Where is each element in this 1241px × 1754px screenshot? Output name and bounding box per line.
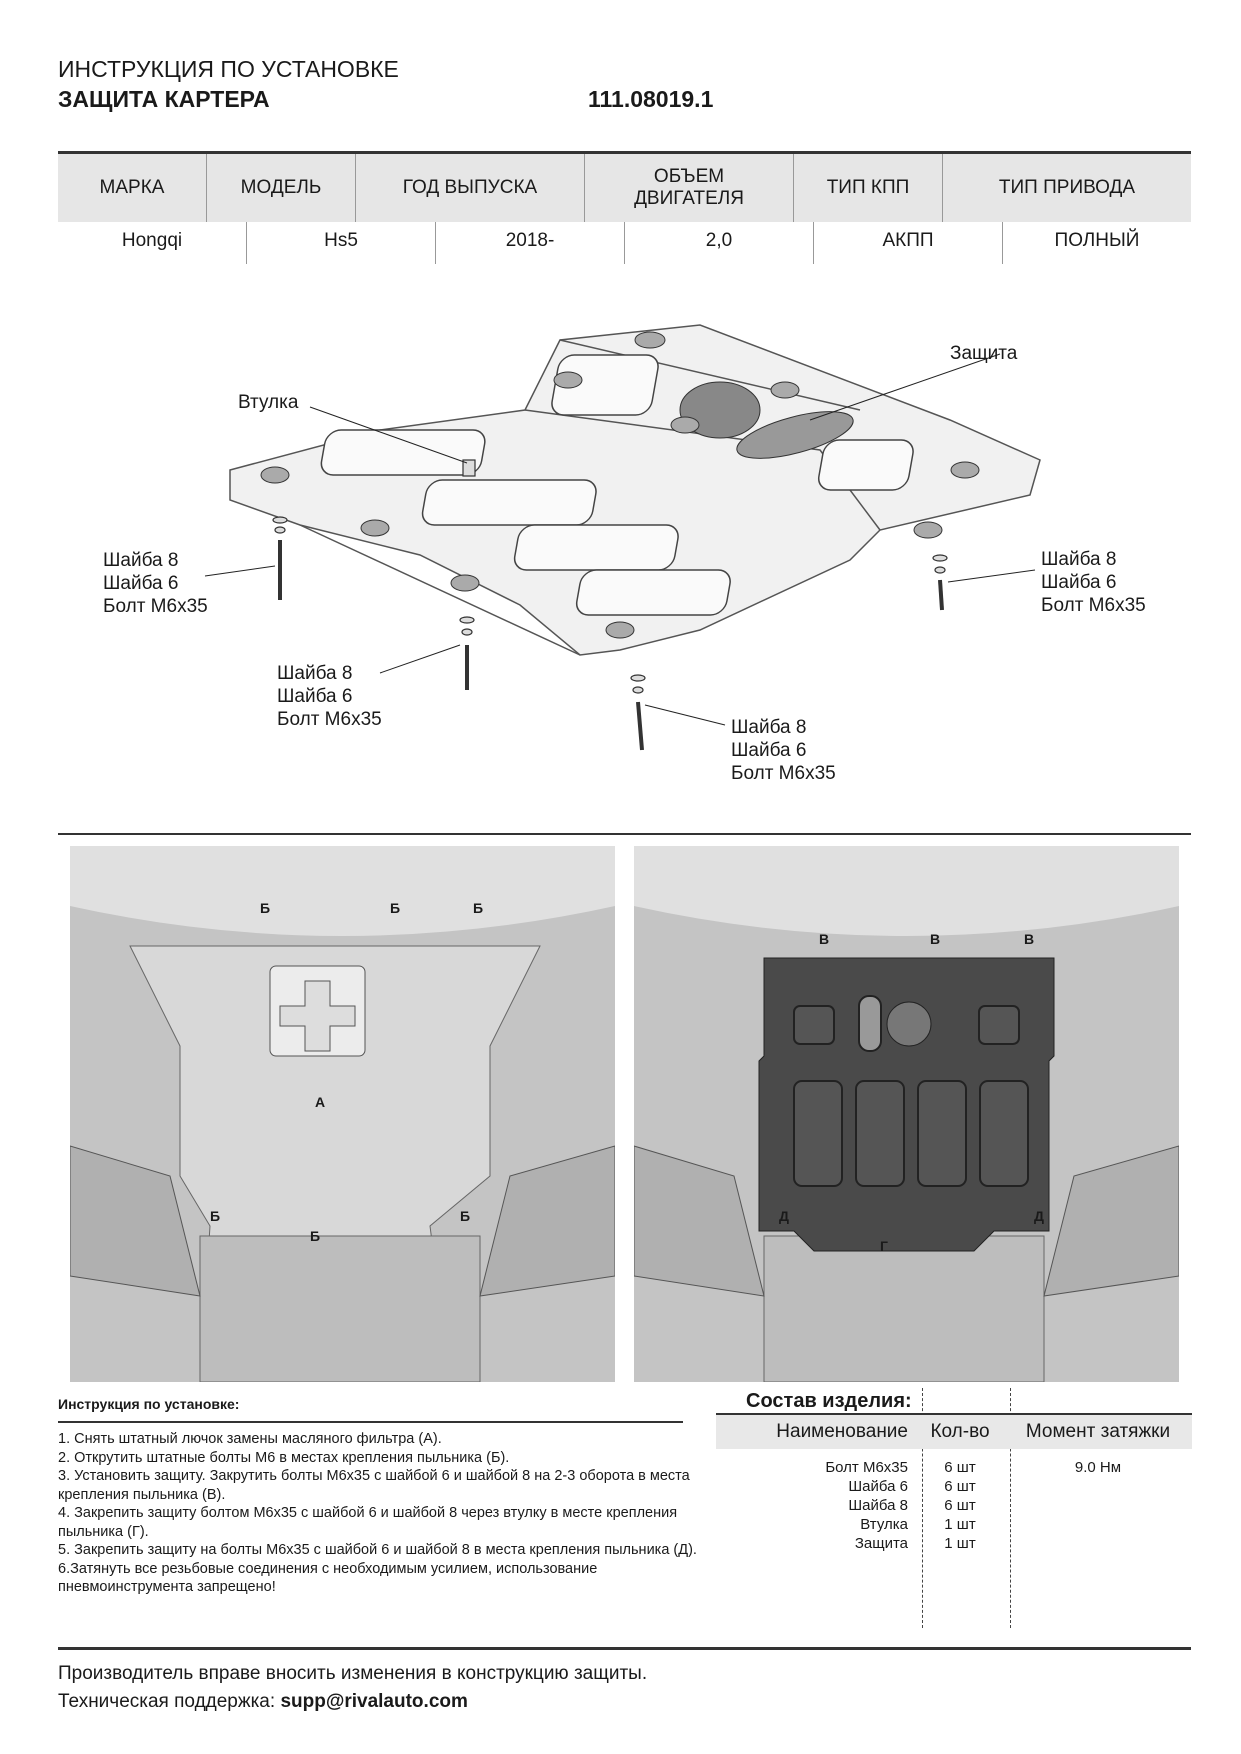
marker-d: Д [779, 1208, 789, 1224]
marker-b: Б [309, 1228, 321, 1244]
marker-g: Г [880, 1238, 888, 1254]
marker-d: Д [1034, 1208, 1044, 1224]
marker-v: В [818, 931, 830, 947]
value-drive: ПОЛНЫЙ [1054, 230, 1140, 251]
instructions-list: 1. Снять штатный лючок замены масляного … [58, 1430, 698, 1597]
marker-b: Б [259, 900, 271, 916]
doc-title: ИНСТРУКЦИЯ ПО УСТАНОВКЕ [58, 56, 399, 82]
value-engine: 2,0 [625, 222, 814, 264]
divider [58, 1421, 683, 1423]
header-torque: Момент затяжки [1025, 1421, 1171, 1442]
label-bushing: Втулка [238, 392, 299, 413]
value-gearbox: АКПП [814, 222, 1003, 264]
divider [58, 1647, 1191, 1650]
header-model: МОДЕЛЬ [207, 154, 356, 222]
composition-table: Наименование Кол-во Момент затяжки Болт … [716, 1415, 1192, 1553]
marker-b: Б [209, 1208, 221, 1224]
instructions-title: Инструкция по установке: [58, 1396, 240, 1412]
column-divider [922, 1388, 923, 1628]
divider [716, 1413, 1192, 1415]
photo-before-install: Б Б Б А Б Б Б [70, 846, 615, 1382]
header-engine: ОБЪЕМ ДВИГАТЕЛЯ [585, 154, 794, 222]
marker-v: В [929, 931, 941, 947]
support-email-link[interactable]: supp@rivalauto.com [280, 1691, 468, 1712]
marker-b: Б [459, 1208, 471, 1224]
header-name: Наименование [776, 1421, 908, 1442]
header-year: ГОД ВЫПУСКА [356, 154, 585, 222]
instruction-step: 4. Закрепить защиту болтом М6х35 с шайбо… [58, 1505, 678, 1540]
column-divider [1010, 1388, 1011, 1628]
instruction-step: 1. Снять штатный лючок замены масляного … [58, 1431, 442, 1447]
header-qty: Кол-во [930, 1421, 990, 1442]
marker-b: Б [389, 900, 401, 916]
marker-v: В [1023, 931, 1035, 947]
instruction-step: 3. Установить защиту. Закрутить болты М6… [58, 1468, 690, 1503]
composition-title: Состав изделия: [746, 1390, 912, 1412]
value-make: Hongqi [58, 222, 247, 264]
header-make: МАРКА [58, 154, 207, 222]
value-model: Hs5 [247, 222, 436, 264]
divider [58, 833, 1191, 835]
header-gearbox: ТИП КПП [794, 154, 943, 222]
photo-after-install: В В В Д Г Д [634, 846, 1179, 1382]
header-drive: ТИП ПРИВОДА [998, 177, 1136, 198]
product-name: ЗАЩИТА КАРТЕРА [58, 86, 270, 112]
divider [58, 151, 1191, 154]
vehicle-spec-table: МАРКА МОДЕЛЬ ГОД ВЫПУСКА ОБЪЕМ ДВИГАТЕЛЯ… [58, 154, 1191, 264]
instruction-step: 6.Затянуть все резьбовые соединения с не… [58, 1560, 598, 1596]
footer-notice: Производитель вправе вносить изменения в… [58, 1663, 648, 1684]
marker-b: Б [472, 900, 484, 916]
instruction-step: 2. Открутить штатные болты М6 в местах к… [58, 1449, 510, 1466]
guard-diagram [204, 324, 1041, 751]
marker-a: А [314, 1094, 326, 1110]
article-number: 111.08019.1 [588, 86, 714, 112]
instruction-step: 5. Закрепить защиту на болты М6х35 с шай… [58, 1542, 697, 1558]
label-guard: Защита [950, 343, 1018, 364]
value-year: 2018- [436, 222, 625, 264]
footer-support: Техническая поддержка: supp@rivalauto.co… [58, 1691, 468, 1712]
